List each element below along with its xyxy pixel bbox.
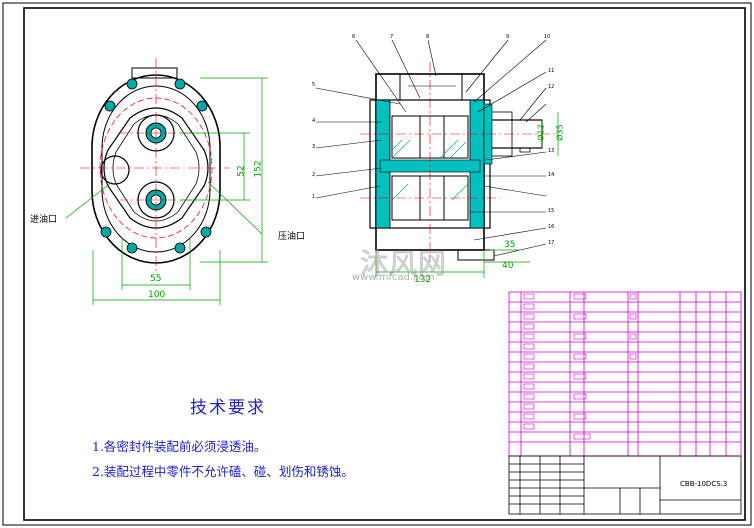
watermark-brand: 沐风网	[360, 247, 448, 280]
svg-text:1: 1	[312, 194, 315, 200]
dim-132: 132	[414, 275, 432, 285]
svg-text:17: 17	[548, 240, 554, 246]
svg-text:9: 9	[506, 34, 509, 40]
dim-dia-12: Ø12	[536, 124, 546, 141]
svg-text:3: 3	[312, 144, 315, 150]
dim-dia-35: Ø35	[555, 124, 565, 141]
requirement-item: 1.各密封件装配前必须浸透油。	[92, 439, 267, 454]
parts-list	[508, 291, 742, 457]
svg-text:16: 16	[548, 224, 554, 230]
dim-152: 152	[253, 160, 264, 178]
end-view	[65, 58, 268, 305]
drawing-number: CBB-10DCS.3	[680, 480, 728, 488]
dim-52: 52	[236, 165, 247, 177]
svg-text:15: 15	[548, 208, 554, 214]
svg-text:14: 14	[548, 172, 554, 178]
dim-55: 55	[150, 274, 162, 284]
svg-text:10: 10	[544, 34, 550, 40]
dim-100: 100	[148, 290, 166, 300]
svg-text:11: 11	[548, 68, 554, 74]
svg-text:8: 8	[426, 34, 429, 40]
svg-text:6: 6	[352, 34, 355, 40]
watermark-url: www.mfcad.com	[352, 272, 435, 283]
section-view: 6 7 8 9 10 5 4 3 2 1 11 12 13 14 15 16 17	[312, 34, 559, 278]
svg-text:13: 13	[548, 148, 554, 154]
inlet-label: 进油口	[30, 215, 58, 225]
title-block	[508, 455, 742, 515]
svg-text:5: 5	[312, 82, 315, 88]
requirements-title: 技术要求	[190, 398, 266, 418]
svg-text:2: 2	[312, 172, 315, 178]
svg-text:4: 4	[312, 118, 315, 124]
dim-35: 35	[504, 240, 516, 250]
svg-text:12: 12	[548, 84, 554, 90]
requirement-item: 2.装配过程中零件不允许磕、碰、划伤和锈蚀。	[92, 464, 354, 479]
dim-40: 40	[502, 261, 514, 271]
outlet-label: 压油口	[278, 232, 306, 242]
svg-text:7: 7	[390, 34, 393, 40]
inner-frame	[23, 7, 746, 521]
